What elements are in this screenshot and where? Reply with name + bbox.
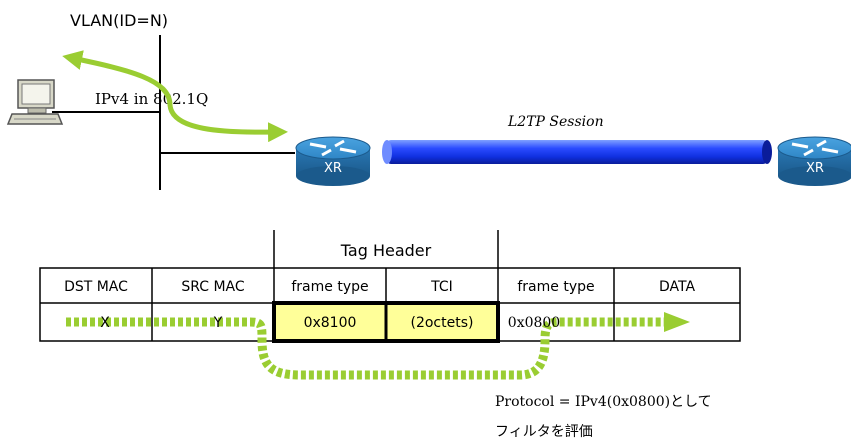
router-left-icon: XR [295,136,371,186]
header-tag-frame-type: frame type [291,279,368,295]
l2tp-tunnel [382,140,772,164]
value-tag-frame-type: 0x8100 [304,315,357,331]
note-line1: Protocol = IPv4(0x0800)として [495,394,712,410]
value-frame-type: 0x0800 [508,315,560,331]
value-tci: (2octets) [411,315,474,331]
frame-flow-arrow [66,312,690,380]
header-dst-mac: DST MAC [64,279,128,295]
tag-header-label: Tag Header [340,241,432,260]
session-label: L2TP Session [507,114,604,130]
value-dst-mac: X [100,315,110,331]
note-line2: フィルタを評価 [495,424,593,440]
header-data: DATA [659,279,695,295]
router-right-label: XR [806,161,824,176]
ipv4-flow-arrow [62,50,288,143]
traffic-label: IPv4 in 802.1Q [95,90,208,108]
value-src-mac: Y [213,315,223,331]
header-tci: TCI [430,279,453,295]
computer-icon [6,79,64,125]
router-left-label: XR [324,161,342,176]
header-frame-type: frame type [517,279,594,295]
header-src-mac: SRC MAC [181,279,245,295]
vlan-label: VLAN(ID=N) [70,11,168,30]
router-right-icon: XR [777,136,851,186]
